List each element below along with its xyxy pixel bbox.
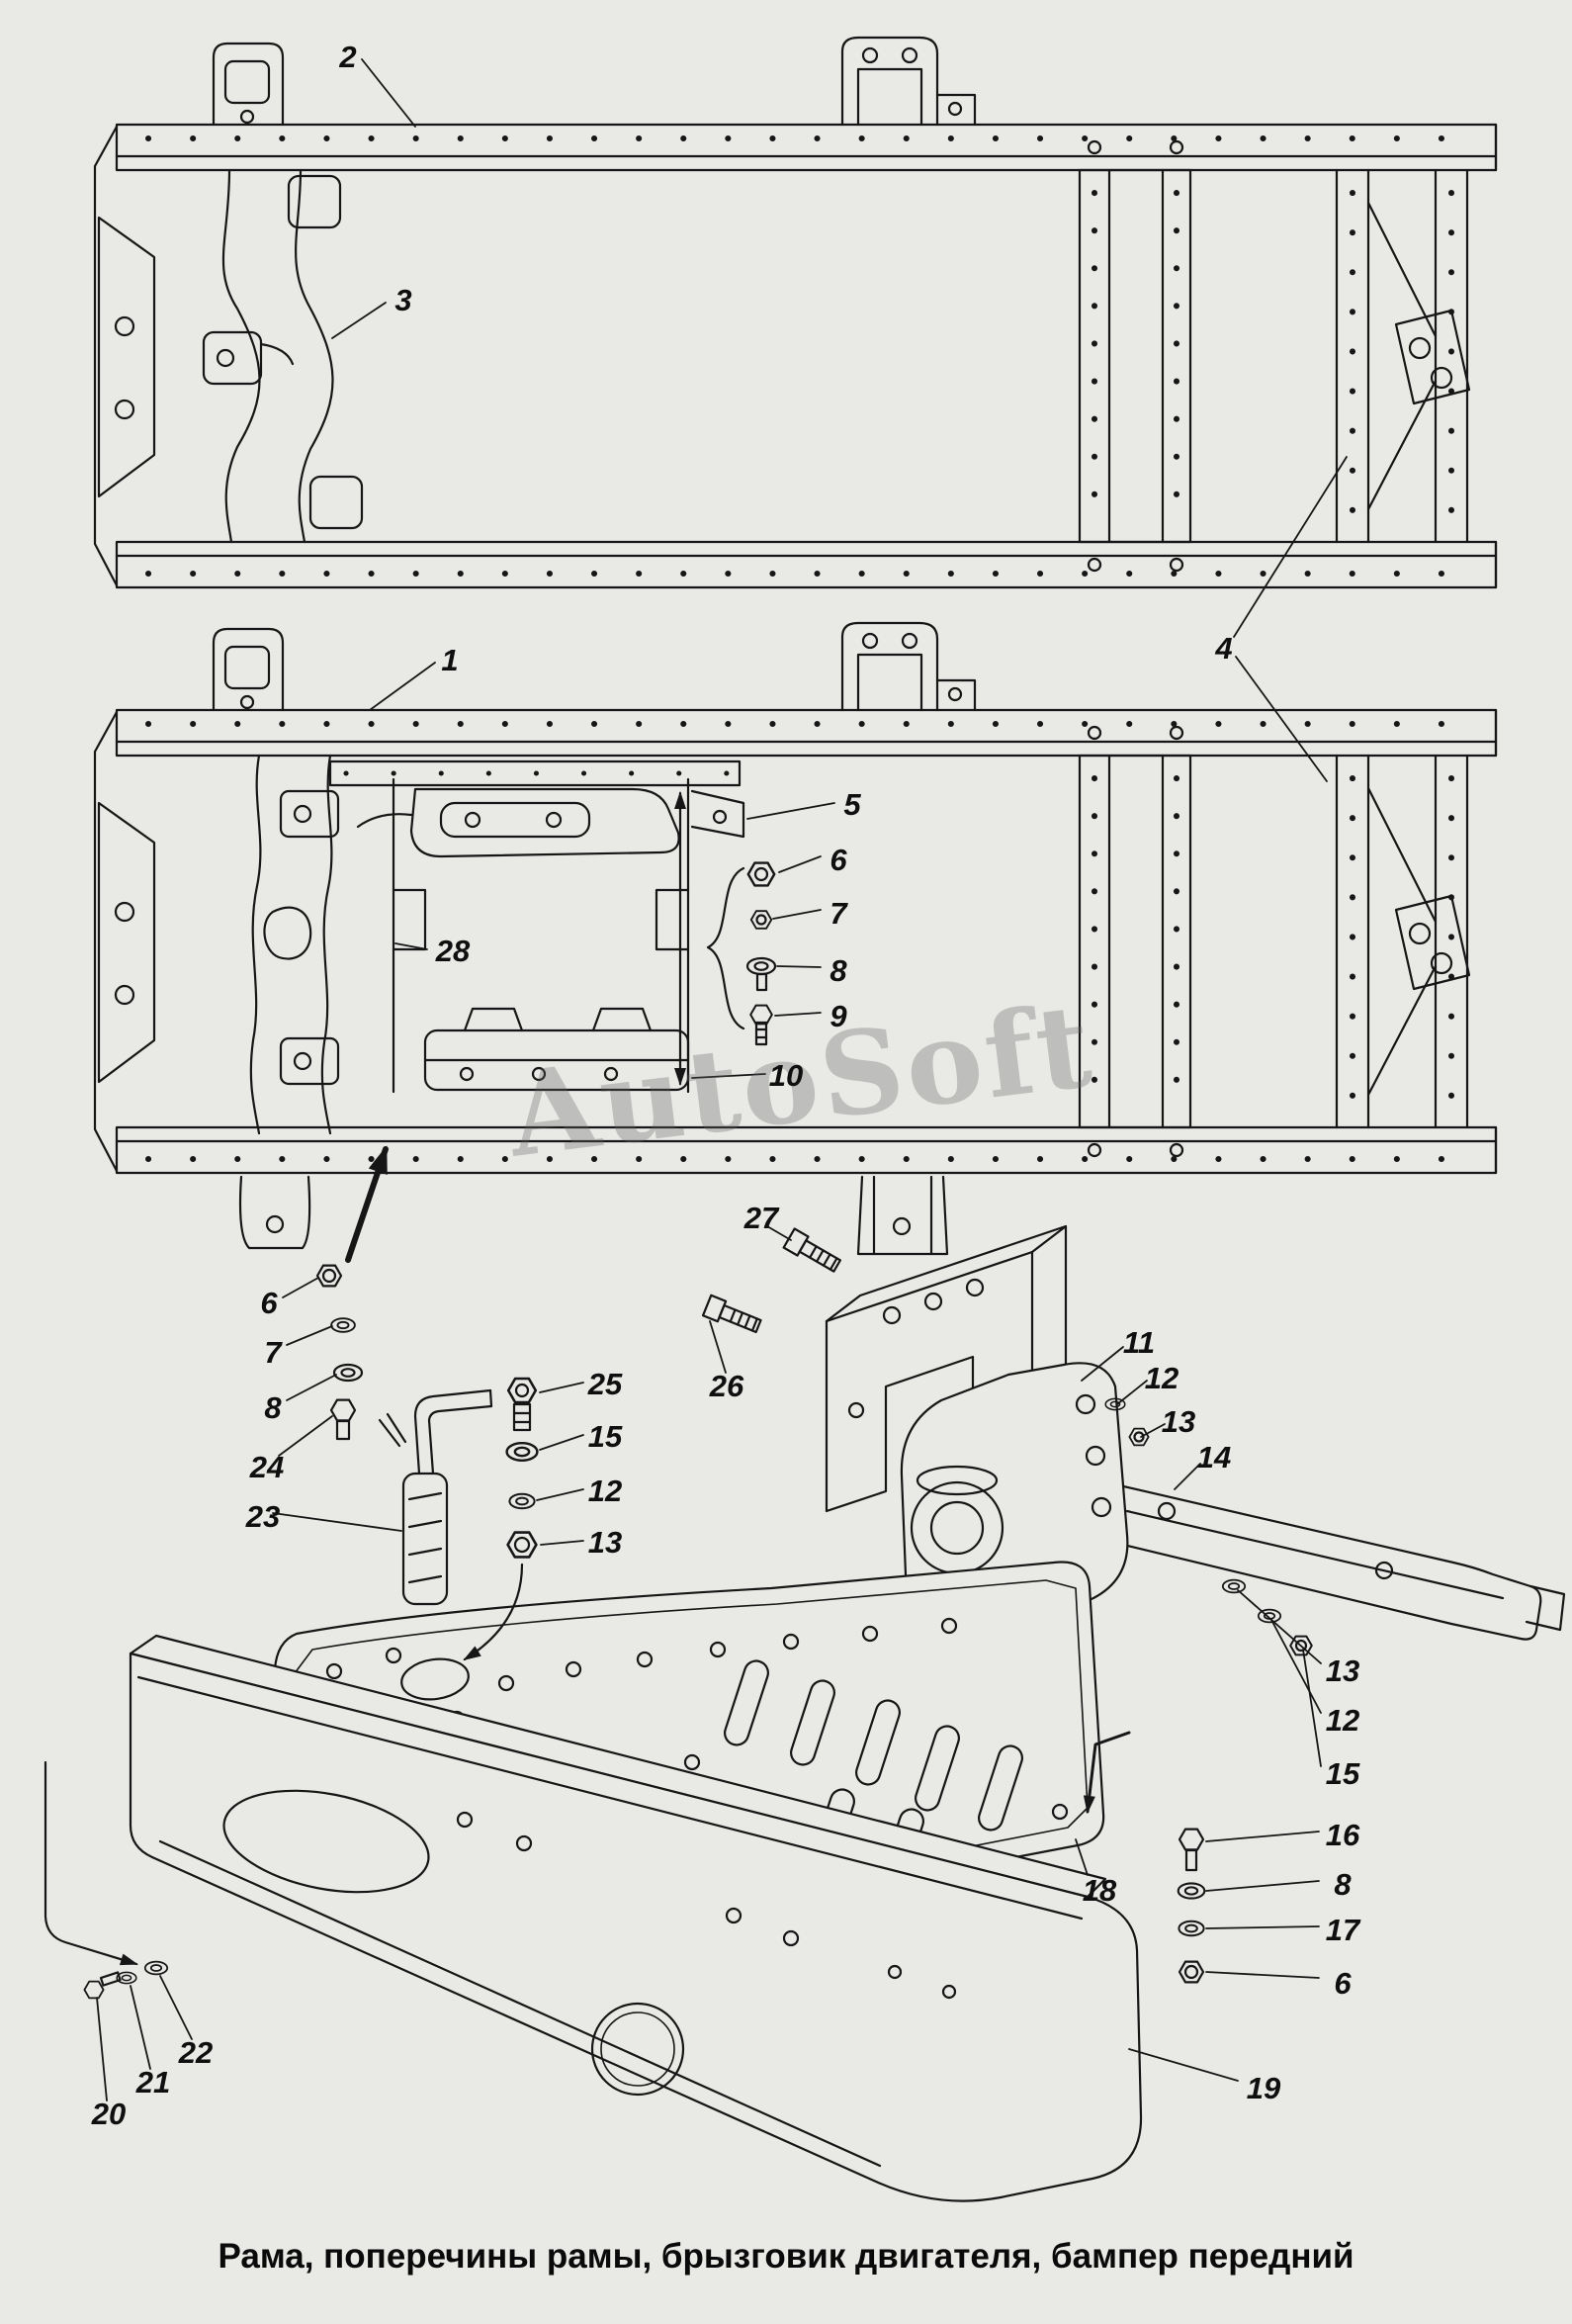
callout-18: 18 (1082, 1873, 1117, 1908)
callout-23: 23 (245, 1499, 281, 1534)
callout-17: 17 (1325, 1913, 1360, 1947)
callout-6: 6 (830, 843, 847, 877)
callout-21: 21 (135, 2065, 171, 2100)
callout-7: 7 (830, 896, 847, 931)
callout-6: 6 (1334, 1966, 1352, 2001)
callout-11: 11 (1122, 1325, 1156, 1360)
callout-20: 20 (91, 2097, 127, 2131)
callout-2: 2 (339, 40, 357, 74)
callout-16: 16 (1325, 1818, 1360, 1852)
retainer-pin (378, 1388, 493, 1606)
frame-lower-view (95, 623, 1496, 1173)
callout-15: 15 (587, 1419, 623, 1454)
fastener-stack-middle (706, 861, 777, 1046)
callout-26: 26 (709, 1369, 744, 1403)
callout-1: 1 (441, 643, 459, 677)
callout-27: 27 (743, 1201, 779, 1235)
callout-22: 22 (178, 2035, 214, 2070)
callout-15: 15 (1325, 1756, 1360, 1791)
front-bumper (129, 1634, 1143, 2202)
callout-8: 8 (264, 1390, 282, 1425)
callout-19: 19 (1246, 2071, 1281, 2105)
callout-12: 12 (1325, 1703, 1360, 1738)
fastener-stack-right (1177, 1828, 1206, 1984)
frame-top-view (95, 38, 1496, 587)
callout-9: 9 (830, 999, 847, 1033)
callout-10: 10 (768, 1058, 804, 1093)
mounting-arrow (345, 1145, 389, 1263)
arm-fasteners (1221, 1578, 1313, 1656)
callout-14: 14 (1196, 1440, 1232, 1475)
bracket-fasteners (1104, 1397, 1150, 1447)
underframe-brackets (238, 1175, 949, 1256)
fastener-stack-bottom-left (83, 1960, 169, 2000)
gooseneck-crossmember (202, 168, 364, 544)
callout-24: 24 (249, 1450, 285, 1484)
callout-28: 28 (435, 934, 471, 968)
callout-13: 13 (587, 1525, 623, 1560)
callout-8: 8 (830, 953, 847, 988)
callout-5: 5 (843, 787, 861, 822)
callout-12: 12 (1144, 1361, 1179, 1395)
direction-arrows (44, 1563, 1131, 1966)
callout-6: 6 (260, 1286, 278, 1320)
callout-13: 13 (1325, 1654, 1360, 1688)
callout-7: 7 (264, 1335, 282, 1370)
fastener-stack-pin (505, 1377, 539, 1559)
caption: Рама, поперечины рамы, брызговик двигате… (218, 2237, 1354, 2276)
tow-arm (1113, 1483, 1566, 1641)
engine-support-crossmember (249, 754, 745, 1135)
fastener-stack-left (315, 1264, 364, 1441)
leader-lines (96, 58, 1348, 2101)
callout-13: 13 (1161, 1404, 1196, 1439)
callout-4: 4 (1215, 631, 1233, 666)
callout-3: 3 (394, 283, 412, 317)
callout-8: 8 (1334, 1867, 1352, 1902)
callout-12: 12 (587, 1474, 623, 1508)
callout-25: 25 (587, 1367, 623, 1401)
